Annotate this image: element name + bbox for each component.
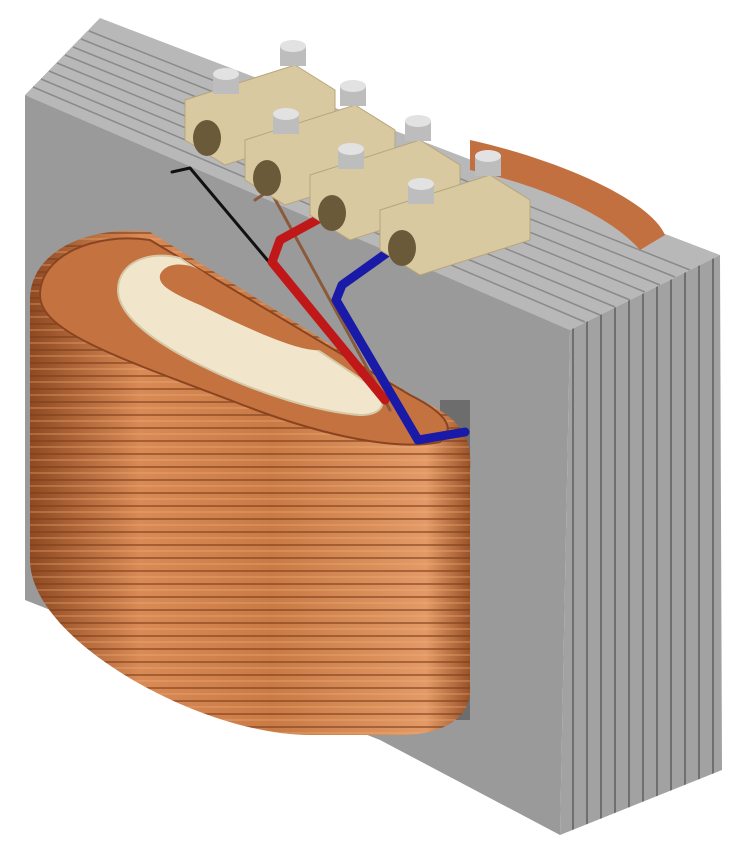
lead-wires	[170, 166, 470, 445]
wire-red	[267, 205, 390, 405]
core-side-face	[560, 255, 722, 835]
copper-coil	[30, 230, 471, 736]
coil-back	[470, 140, 665, 250]
terminal-blocks	[184, 40, 531, 276]
terminal-block	[379, 150, 531, 276]
wire-blue	[331, 235, 470, 445]
bobbin-inner	[159, 264, 320, 351]
